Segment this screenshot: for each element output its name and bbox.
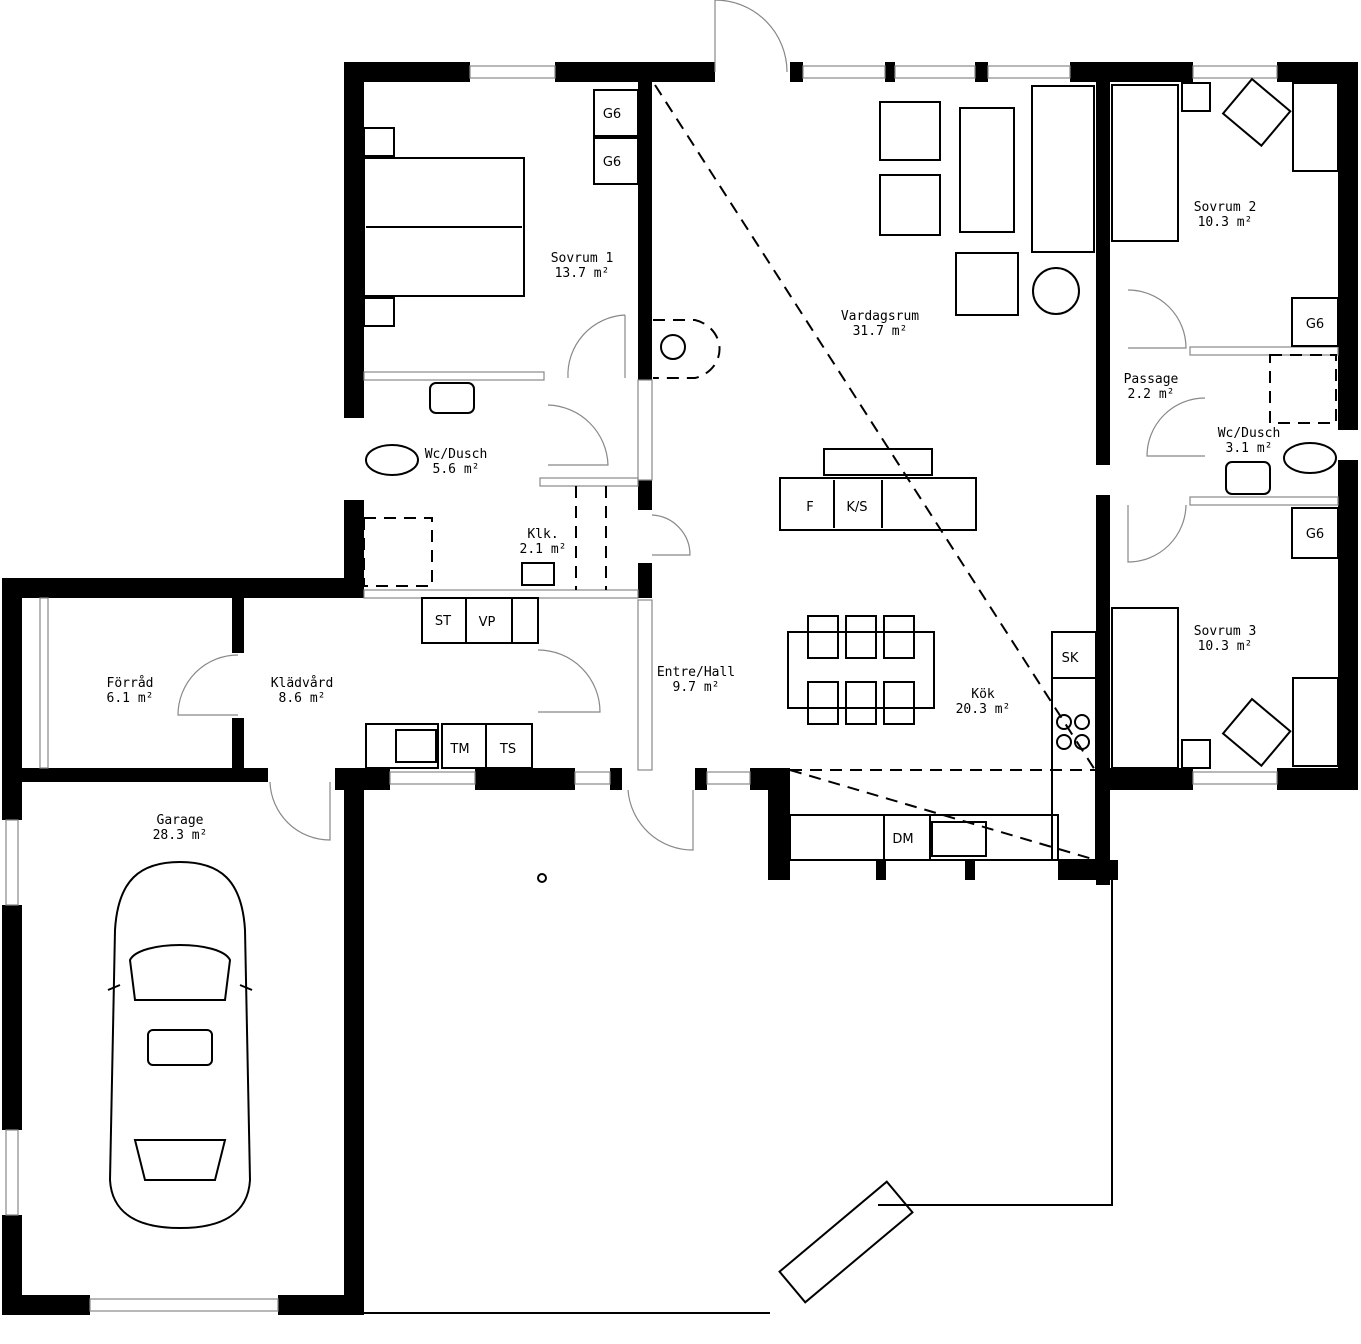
room-name: Entre/Hall	[657, 665, 735, 680]
nightstand	[363, 297, 395, 327]
sink	[365, 723, 439, 769]
toilet	[365, 444, 419, 476]
side-table	[1032, 267, 1080, 315]
room-area: 13.7 m²	[555, 266, 610, 281]
dining-table	[787, 631, 935, 709]
armchair	[879, 101, 941, 161]
room-area: 3.1 m²	[1226, 441, 1273, 456]
room-name: Passage	[1124, 372, 1179, 387]
dm-label: DM	[892, 832, 913, 847]
sink	[931, 821, 987, 857]
room-area: 2.2 m²	[1128, 387, 1175, 402]
double-bed	[363, 157, 525, 297]
fridge-freezer-label: K/S	[846, 500, 867, 515]
kitchen-island	[779, 477, 977, 531]
toilet	[1283, 442, 1337, 474]
room-name: Klk.	[527, 527, 558, 542]
g6-label: G6	[603, 155, 621, 170]
room-area: 28.3 m²	[153, 828, 208, 843]
room-name: Sovrum 3	[1194, 624, 1257, 639]
terrace-outline	[364, 880, 1113, 1314]
armchair	[879, 174, 941, 236]
washbasin	[429, 382, 475, 414]
room-name: Vardagsrum	[841, 309, 919, 324]
doors	[177, 0, 1206, 851]
g6-label: G6	[603, 107, 621, 122]
room-area: 8.6 m²	[279, 691, 326, 706]
furniture	[363, 77, 1339, 1304]
kitchen-counter	[789, 814, 1059, 861]
steps	[778, 1180, 914, 1304]
st-label: ST	[435, 614, 451, 629]
room-name: Förråd	[107, 676, 154, 691]
room-labels: Sovrum 1 13.7 m² Vardagsrum 31.7 m² Sovr…	[107, 200, 1281, 843]
g6-label: G6	[1306, 527, 1324, 542]
heater	[521, 562, 555, 586]
room-name: Klädvård	[271, 676, 334, 691]
appliance-boxes	[421, 89, 1339, 861]
tm-label: TM	[449, 742, 469, 757]
room-area: 6.1 m²	[107, 691, 154, 706]
armchair	[955, 252, 1019, 316]
sk-label: SK	[1062, 651, 1079, 666]
room-name: Sovrum 1	[551, 251, 614, 266]
room-name: Kök	[971, 687, 995, 702]
appliance-labels: G6 G6 G6 G6 F K/S ST VP TM TS SK DM	[435, 107, 1324, 847]
ts-label: TS	[499, 742, 516, 757]
tv-bench	[823, 448, 933, 476]
room-area: 10.3 m²	[1198, 639, 1253, 654]
room-area: 31.7 m²	[853, 324, 908, 339]
room-area: 20.3 m²	[956, 702, 1011, 717]
room-area: 10.3 m²	[1198, 215, 1253, 230]
single-bed	[1111, 84, 1179, 242]
nightstand	[363, 127, 395, 157]
room-name: Wc/Dusch	[425, 447, 488, 462]
room-name: Wc/Dusch	[1218, 426, 1281, 441]
ceiling-lines	[363, 84, 1337, 861]
desk	[1292, 82, 1339, 172]
vp-label: VP	[479, 615, 496, 630]
sofa	[1031, 85, 1095, 253]
g6-label: G6	[1306, 317, 1324, 332]
walls	[2, 62, 1358, 1315]
coffee-table	[959, 107, 1015, 233]
room-name: Garage	[157, 813, 204, 828]
stove-icon	[660, 334, 686, 360]
chair	[1221, 697, 1292, 768]
desk	[1292, 677, 1339, 767]
fridge-label: F	[806, 500, 813, 515]
room-name: Sovrum 2	[1194, 200, 1257, 215]
single-bed	[1111, 607, 1179, 769]
chair	[1221, 77, 1292, 148]
washbasin	[1225, 461, 1271, 495]
room-area: 9.7 m²	[673, 680, 720, 695]
room-area: 5.6 m²	[433, 462, 480, 477]
car-icon	[107, 860, 253, 1230]
room-area: 2.1 m²	[520, 542, 567, 557]
